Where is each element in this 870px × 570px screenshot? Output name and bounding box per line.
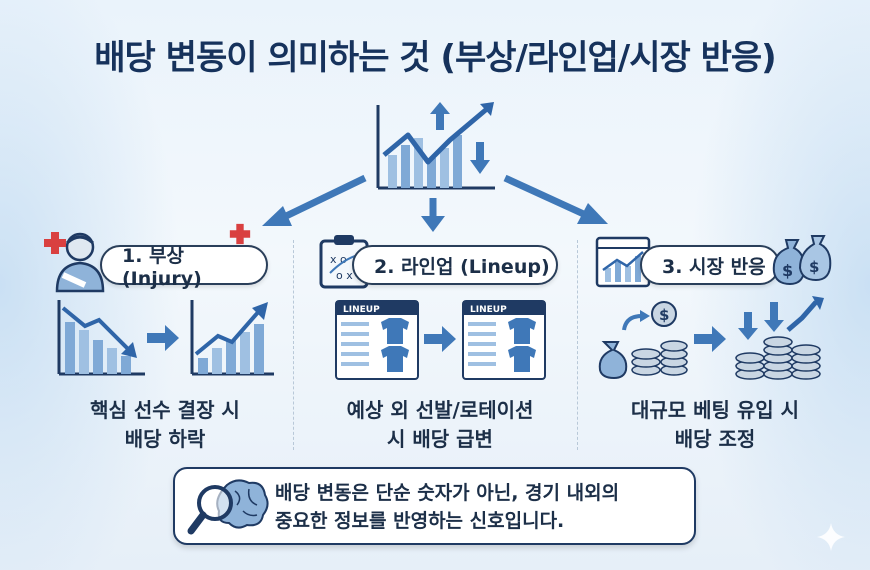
injured-player-icon [55,232,105,293]
section-lineup-label: 2. 라인업 (Lineup) [352,245,558,285]
magnifier-brain-icon [187,479,269,535]
divider [293,240,294,450]
svg-text:o x: o x [336,269,353,282]
lineup-board-label: LINEUP [343,305,380,315]
odds-down-chart-icon [57,300,145,376]
section-market-caption: 대규모 베팅 유입 시 배당 조정 [590,396,840,454]
page-title: 배당 변동이 의미하는 것 (부상/라인업/시장 반응) [94,38,776,78]
odds-up-chart-icon [190,300,274,376]
lineup-board-before: LINEUP [335,300,419,380]
arrow-right-icon [694,326,726,352]
trend-chart-icon [376,102,495,190]
red-cross-icon [44,232,66,254]
summary-box: 배당 변동은 단순 숫자가 아닌, 경기 내외의 중요한 정보를 반영하는 신호… [173,467,696,545]
summary-line: 배당 변동은 단순 숫자가 아닌, 경기 내외의 [275,482,620,504]
svg-text:x o: x o [330,253,347,266]
caption-line: 배당 조정 [674,427,756,451]
caption-line: 배당 하락 [124,427,206,451]
arrow-right-icon [424,326,456,352]
summary-line: 중요한 정보를 반영하는 신호입니다. [275,510,565,532]
svg-text:$: $ [659,306,669,324]
lineup-board-label: LINEUP [470,305,507,315]
section-injury-label: 1. 부상 (Injury) [100,245,268,290]
svg-text:$: $ [809,258,819,276]
arrow-right-icon [147,325,179,351]
sparkle-icon [817,523,845,551]
money-flow-icon: $ [598,301,688,380]
caption-line: 시 배당 급변 [387,427,493,451]
red-cross-icon [229,223,251,245]
section-market-label: 3. 시장 반응 [640,245,780,285]
svg-text:$: $ [782,261,793,280]
caption-line: 대규모 베팅 유입 시 [630,398,800,422]
coin-stack-icon [735,296,824,380]
caption-line: 예상 외 선발/로테이션 [346,398,534,422]
caption-line: 핵심 선수 결장 시 [90,398,240,422]
section-injury-caption: 핵심 선수 결장 시 배당 하락 [40,396,290,454]
section-lineup-caption: 예상 외 선발/로테이션 시 배당 급변 [315,396,565,454]
money-bag-icon: $ $ [772,235,832,286]
lineup-board-after: LINEUP [462,300,546,380]
divider [577,240,578,450]
summary-text: 배당 변동은 단순 숫자가 아닌, 경기 내외의 중요한 정보를 반영하는 신호… [275,479,685,535]
